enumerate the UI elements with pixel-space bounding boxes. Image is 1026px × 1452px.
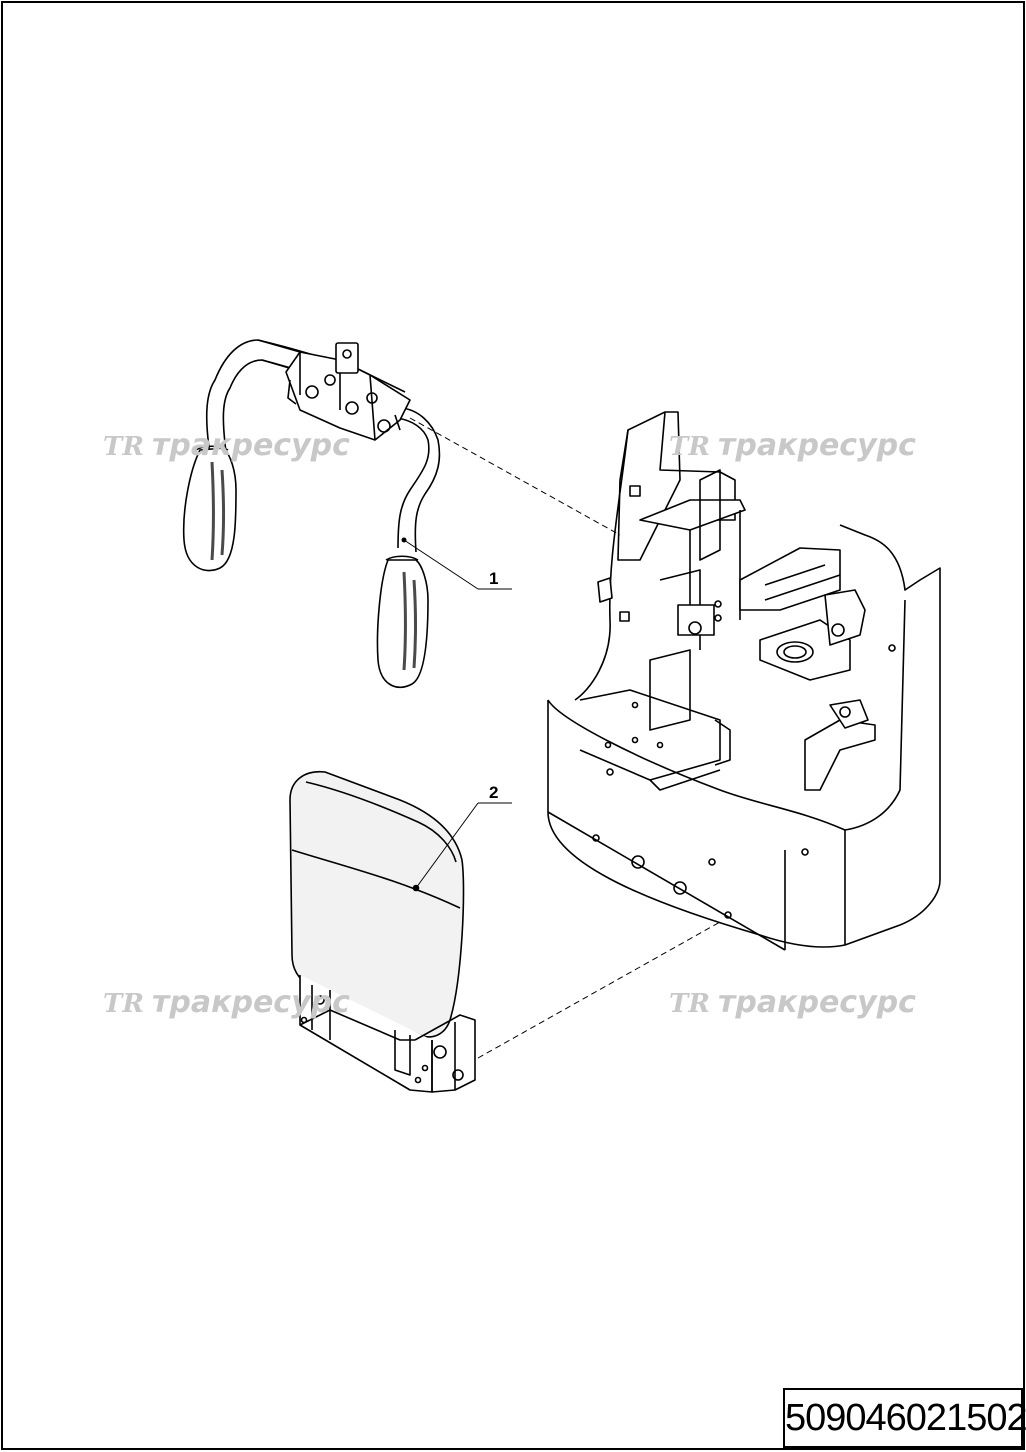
leader-lines [403, 539, 512, 889]
seat-assembly [289, 771, 476, 1093]
watermark-logo: ТR [103, 989, 144, 1019]
callout-item-1: 1 [489, 569, 498, 588]
callout-item-2: 2 [489, 783, 498, 802]
watermark-text: тракресурс [152, 428, 350, 463]
truck-frame-body [547, 411, 941, 951]
part-number-box: 509046021502 [783, 1388, 1026, 1448]
watermark-top-right: ТR тракресурс [669, 428, 916, 463]
watermark-logo: ТR [669, 432, 710, 462]
watermark-top-left: ТR тракресурс [103, 428, 350, 463]
watermark-logo: ТR [103, 432, 144, 462]
leader-dot-1 [401, 537, 407, 543]
watermark-bottom-right: ТR тракресурс [669, 985, 916, 1020]
watermark-text: тракресурс [718, 428, 916, 463]
watermark-bottom-left: ТR тракресурс [103, 985, 350, 1020]
assembly-lines [409, 417, 721, 1059]
watermark-text: тракресурс [718, 985, 916, 1020]
handlebar-assembly [182, 339, 441, 689]
watermark-text: тракресурс [152, 985, 350, 1020]
watermark-logo: ТR [669, 989, 710, 1019]
